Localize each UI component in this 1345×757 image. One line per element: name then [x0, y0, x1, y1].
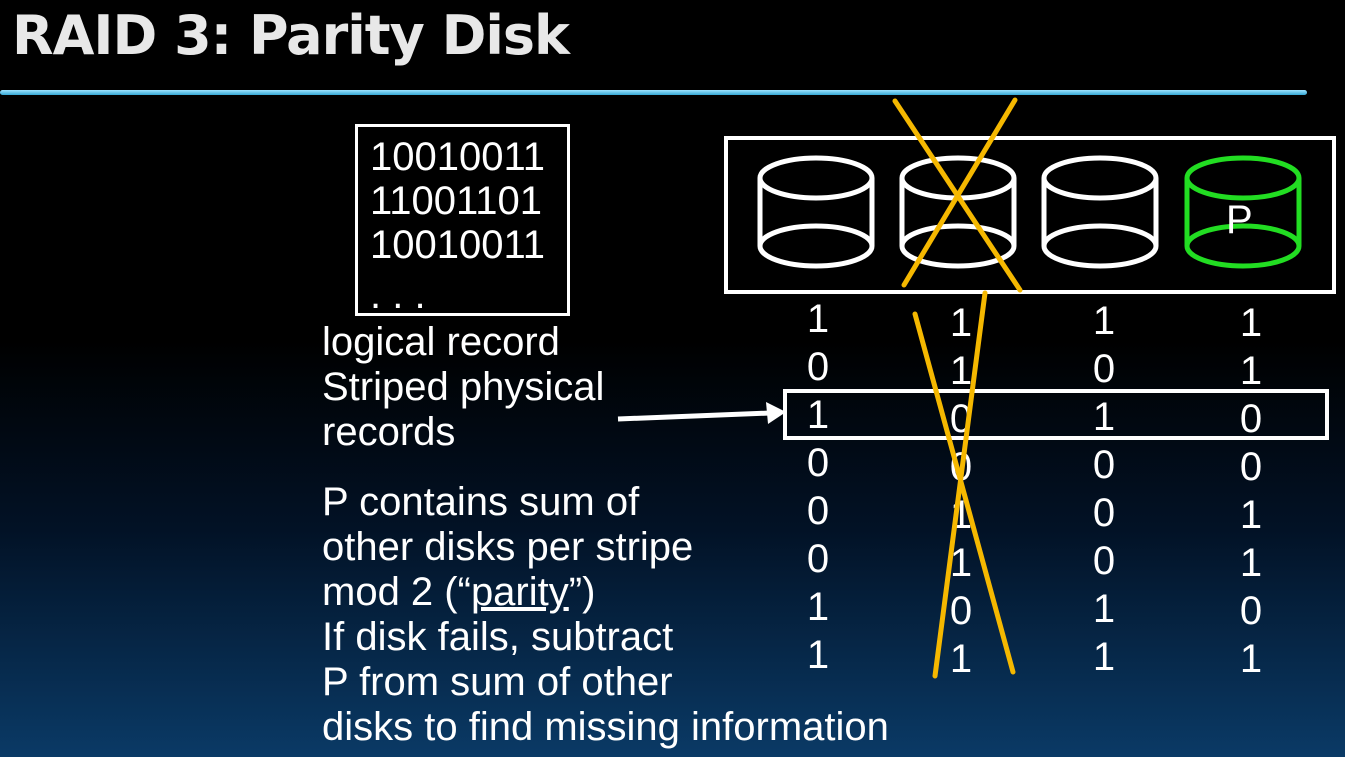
bit-value: 1	[1239, 493, 1263, 537]
bit-value: 1	[1092, 635, 1116, 679]
disk-icon	[757, 155, 875, 269]
bit-value: 0	[1092, 443, 1116, 487]
bit-value: 1	[806, 585, 830, 629]
bit-value: 1	[949, 637, 973, 681]
parity-disk-label: P	[1226, 198, 1253, 242]
bit-value: 1	[1239, 637, 1263, 681]
disk-icon	[1041, 155, 1159, 269]
bit-value: 1	[1239, 301, 1263, 345]
bit-value: 0	[1239, 589, 1263, 633]
bit-value: 1	[1092, 395, 1116, 439]
bit-value: 1	[949, 349, 973, 393]
bit-value: 1	[949, 541, 973, 585]
record-line: 10010011	[370, 135, 545, 179]
bit-value: 0	[1092, 347, 1116, 391]
slide-title: RAID 3: Parity Disk	[12, 4, 570, 67]
record-line: 10010011	[370, 223, 545, 267]
bit-value: 0	[806, 345, 830, 389]
column-cross-out-stroke	[932, 290, 988, 679]
bit-value: 1	[949, 301, 973, 345]
bit-value: 0	[806, 489, 830, 533]
title-divider	[0, 90, 1307, 95]
bit-value: 1	[1239, 349, 1263, 393]
explanation-line: P contains sum of	[322, 480, 640, 524]
bit-value: 0	[1092, 539, 1116, 583]
bit-value: 0	[1092, 491, 1116, 535]
bit-value: 1	[1239, 541, 1263, 585]
explanation-line: disks to find missing information	[322, 705, 889, 749]
explanation-line: other disks per stripe	[322, 525, 694, 569]
parity-disk-icon	[1184, 155, 1302, 269]
explanation-line: mod 2 (“parity”)	[322, 570, 596, 614]
bit-value: 0	[949, 589, 973, 633]
record-line: 11001101	[370, 179, 543, 223]
column-cross-out-stroke	[912, 311, 1016, 675]
bit-value: 1	[1092, 587, 1116, 631]
logical-record-label: logical record	[322, 320, 560, 364]
striped-records-label-line1: Striped physical	[322, 365, 605, 409]
bit-value: 1	[806, 633, 830, 677]
explanation-line: P from sum of other	[322, 660, 673, 704]
bit-value: 0	[1239, 397, 1263, 441]
explanation-line: If disk fails, subtract	[322, 615, 674, 659]
bit-value: 0	[806, 441, 830, 485]
parity-link[interactable]: parity	[470, 570, 569, 614]
disk-cross-out-stroke	[901, 97, 1018, 288]
logical-record-box: 10010011 11001101 10010011 . . .	[355, 124, 570, 316]
bit-value: 1	[806, 297, 830, 341]
disk-array-frame	[724, 136, 1336, 294]
bit-value: 1	[806, 393, 830, 437]
bit-value: 1	[1092, 299, 1116, 343]
record-ellipsis: . . .	[370, 273, 426, 317]
striped-records-label-line2: records	[322, 410, 456, 454]
stripe-highlight-box	[783, 389, 1329, 440]
bit-value: 0	[1239, 445, 1263, 489]
bit-value: 0	[806, 537, 830, 581]
